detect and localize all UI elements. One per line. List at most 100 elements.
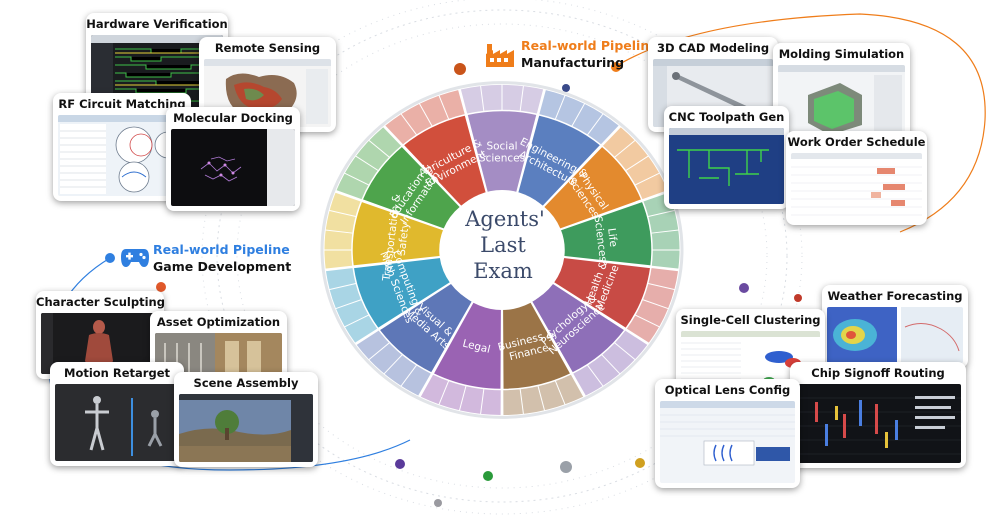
card-title: Molding Simulation [778, 47, 905, 61]
orbit-ring [201, 0, 803, 515]
decor-sphere [739, 283, 749, 293]
card-title: Molecular Docking [173, 111, 293, 125]
center-title-line1: Agents' [464, 207, 545, 231]
decor-sphere [434, 499, 442, 507]
card-cnc-toolpath-gen[interactable]: CNC Toolpath Gen [664, 106, 789, 209]
manufacturing-pipeline-subtitle: Manufacturing [521, 55, 625, 70]
sub-tick [344, 314, 370, 328]
decor-sphere [454, 63, 466, 75]
sub-tick [642, 298, 669, 310]
card-title: RF Circuit Matching [58, 97, 186, 111]
sub-tick [613, 342, 636, 361]
card-molding-simulation[interactable]: Molding Simulation [773, 43, 910, 146]
sub-tick [634, 172, 660, 186]
sub-tick [601, 354, 621, 375]
card-title: Asset Optimization [156, 315, 281, 329]
landscape-icon [179, 394, 313, 462]
card-title: Work Order Schedule [787, 135, 926, 149]
sub-tick [480, 388, 485, 415]
card-chip-signoff-routing[interactable]: Chip Signoff Routing [790, 362, 966, 468]
category-segment [552, 256, 652, 330]
sub-tick [400, 113, 418, 136]
sub-tick [571, 103, 586, 127]
manufacturing-dot [611, 62, 621, 72]
card-scene-assembly[interactable]: Scene Assembly [174, 372, 318, 467]
gantt-icon [791, 153, 922, 220]
sub-tick [647, 282, 675, 291]
card-work-order-schedule[interactable]: Work Order Schedule [786, 131, 927, 225]
category-label: LifeSciences [592, 214, 621, 263]
orbit-ring [236, 23, 768, 489]
card-title: Weather Forecasting [827, 289, 963, 303]
wheel-center: Agents' Last Exam [442, 190, 562, 310]
game-pipeline-title: Real-world Pipeline [153, 242, 290, 257]
card-title: Motion Retarget [64, 366, 170, 380]
game-pipeline-subtitle: Game Development [153, 259, 292, 274]
decor-sphere [562, 84, 570, 92]
sub-tick [586, 364, 604, 387]
sub-tick [368, 139, 391, 158]
lens-icon [660, 401, 795, 483]
card-optical-lens-config[interactable]: Optical Lens Config [655, 379, 800, 488]
manufacturing-pipeline-title: Real-world Pipeline [521, 38, 658, 53]
card-title: Chip Signoff Routing [811, 366, 945, 380]
card-title: CNC Toolpath Gen [668, 110, 785, 124]
sub-tick [335, 298, 362, 310]
decor-sphere [560, 461, 572, 473]
card-title: Character Sculpting [36, 295, 164, 309]
category-segment [352, 256, 452, 330]
sub-tick [458, 385, 467, 411]
sub-tick [400, 364, 418, 387]
card-title: Single-Cell Clustering [680, 313, 821, 327]
sub-tick [329, 282, 357, 291]
decor-sphere [156, 282, 166, 292]
gamepad-icon [120, 246, 150, 268]
sub-tick [480, 85, 485, 112]
category-segment [542, 145, 643, 231]
chip-layout-icon [795, 384, 961, 463]
sub-tick [647, 209, 675, 218]
sub-tick [554, 380, 566, 405]
sub-tick [650, 229, 679, 234]
center-title-line3: Exam [473, 259, 533, 283]
sub-tick [355, 155, 379, 172]
card-title: Scene Assembly [193, 376, 299, 390]
manufacturing-pipeline-header: Real-world Pipeline Manufacturing [521, 37, 658, 71]
category-segment [351, 200, 445, 267]
card-title: Hardware Verification [86, 17, 228, 31]
rig-icon [55, 384, 179, 461]
sub-tick [537, 385, 546, 411]
sub-tick [554, 95, 566, 120]
sub-tick [368, 342, 391, 361]
sub-tick [438, 380, 450, 405]
category-segment [530, 281, 627, 375]
molecule-icon [171, 129, 295, 206]
card-motion-retarget[interactable]: Motion Retarget [50, 362, 184, 466]
sub-tick [519, 85, 524, 112]
decor-sphere [635, 458, 645, 468]
sub-tick [344, 172, 370, 186]
sub-tick [519, 388, 524, 415]
mold-3d-icon [778, 65, 905, 141]
weather-map-icon [827, 307, 963, 363]
card-weather-forecasting[interactable]: Weather Forecasting [822, 285, 968, 368]
smith-chart-icon [58, 115, 186, 196]
category-segment [361, 145, 462, 231]
card-molecular-docking[interactable]: Molecular Docking [166, 107, 300, 211]
decor-sphere [794, 294, 802, 302]
sub-tick [586, 113, 604, 136]
card-title: Remote Sensing [214, 41, 321, 55]
card-title: Optical Lens Config [664, 383, 791, 397]
sub-tick [329, 209, 357, 218]
decor-sphere [395, 459, 405, 469]
card-title: 3D CAD Modeling [656, 41, 770, 55]
center-title-line2: Last [480, 233, 526, 257]
manufacturing-connector [612, 13, 986, 233]
sub-tick [625, 155, 649, 172]
wheel-rim [320, 81, 684, 419]
sub-tick [634, 314, 660, 328]
sub-tick [418, 103, 433, 127]
decor-sphere [483, 471, 493, 481]
